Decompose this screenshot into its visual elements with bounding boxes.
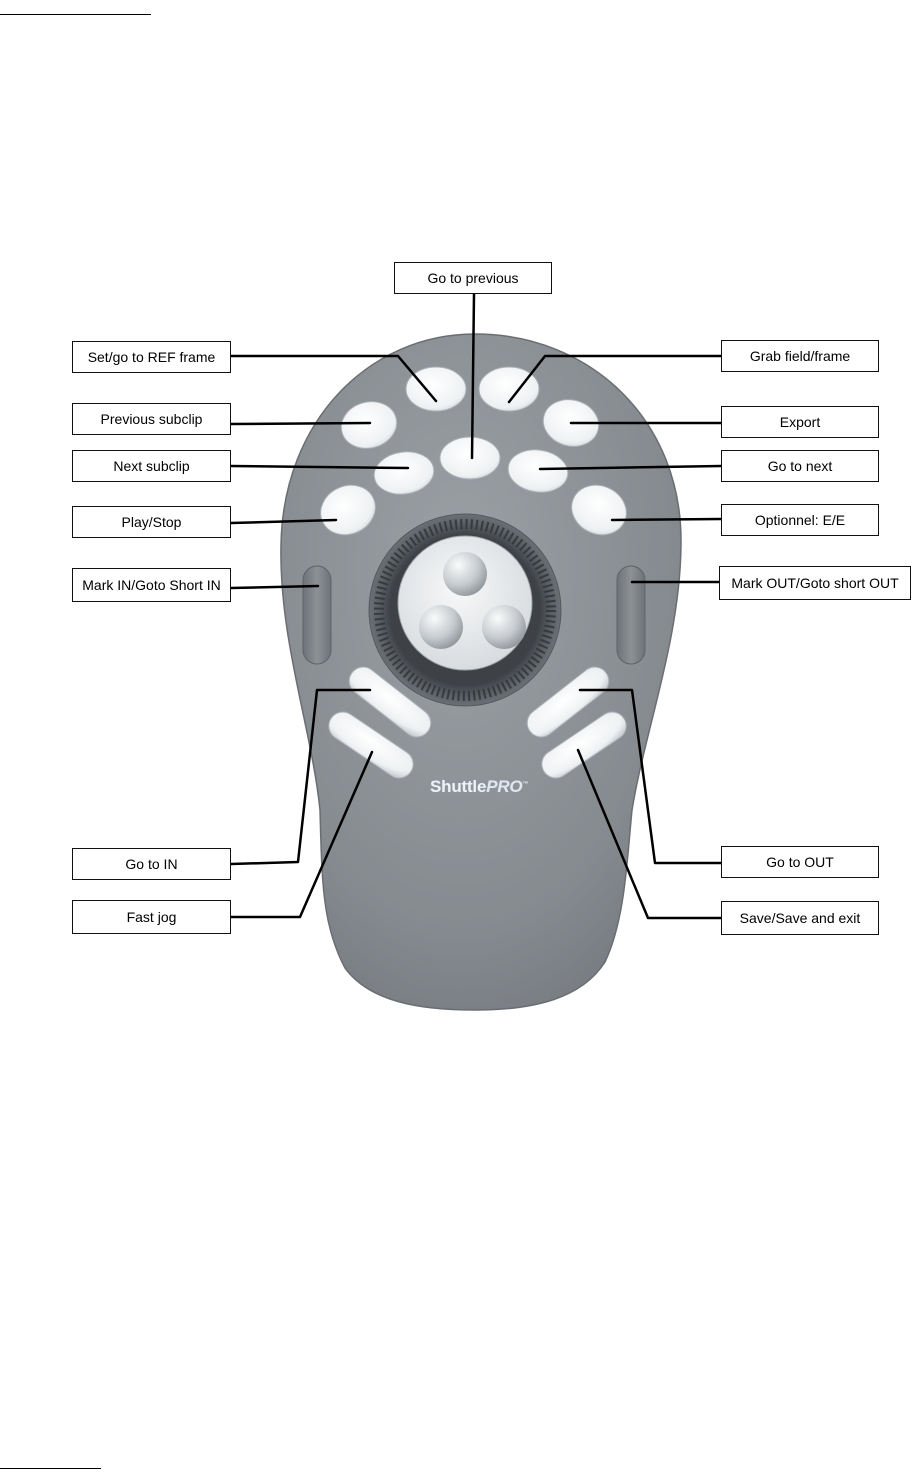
label-go-to-out: Go to OUT [721, 846, 879, 878]
button-mark-out [617, 566, 645, 664]
label-previous-subclip: Previous subclip [72, 403, 231, 435]
label-next-subclip: Next subclip [72, 450, 231, 482]
button-go-to-previous [440, 437, 500, 479]
button-set-ref-frame [406, 367, 466, 411]
label-mark-in-goto-short-in: Mark IN/Goto Short IN [72, 568, 231, 602]
label-save-save-and-exit: Save/Save and exit [721, 901, 879, 935]
label-optionnel-e-e: Optionnel: E/E [721, 504, 879, 536]
jog-dimple [443, 552, 487, 596]
label-play-stop: Play/Stop [72, 506, 231, 538]
jog-dimple [419, 605, 463, 649]
label-set-go-to-ref-frame: Set/go to REF frame [72, 341, 231, 373]
label-go-to-next: Go to next [721, 450, 879, 482]
leader-line [612, 519, 721, 520]
label-go-to-previous: Go to previous [394, 262, 552, 294]
button-mark-in [303, 566, 331, 664]
label-export: Export [721, 406, 879, 438]
label-fast-jog: Fast jog [72, 900, 231, 934]
label-grab-field-frame: Grab field/frame [721, 340, 879, 372]
jog-dimple [482, 605, 526, 649]
label-go-to-in: Go to IN [72, 848, 231, 880]
leader-line [231, 423, 370, 424]
shuttlepro-logo: ShuttlePRO™ [430, 777, 528, 797]
bottom-rule [0, 1468, 101, 1469]
label-mark-out-goto-short-out: Mark OUT/Goto short OUT [719, 566, 911, 600]
